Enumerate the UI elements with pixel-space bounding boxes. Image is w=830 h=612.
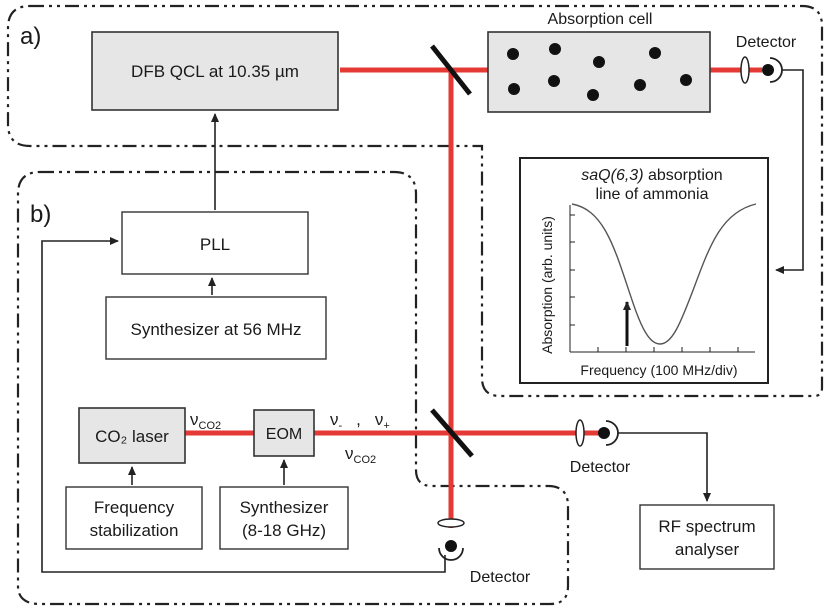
freq-stab-line1: Frequency xyxy=(94,498,175,517)
rf-line2: analyser xyxy=(675,540,740,559)
eom-label: EOM xyxy=(266,426,302,443)
molecule xyxy=(593,56,605,68)
synth-ghz-block: Synthesizer (8-18 GHz) xyxy=(219,486,349,550)
rf-analyser-block: RF spectrum analyser xyxy=(639,504,775,570)
lens-icon xyxy=(437,518,465,528)
absorption-cell xyxy=(487,31,711,113)
inset-x-ticks xyxy=(597,347,739,352)
beam-splitter-bottom xyxy=(430,408,474,458)
absorption-cell-label: Absorption cell xyxy=(548,11,653,28)
rf-line1: RF spectrum xyxy=(658,517,755,536)
lens-icon xyxy=(575,419,585,447)
absorption-inset: saQ(6,3) absorption line of ammonia Abso… xyxy=(519,157,769,384)
photodiode-icon xyxy=(598,427,610,439)
molecule xyxy=(548,75,560,87)
detector-top xyxy=(740,56,783,84)
photodiode-icon xyxy=(445,540,457,552)
qcl-label: DFB QCL at 10.35 µm xyxy=(131,62,299,81)
molecule xyxy=(549,43,561,55)
inset-title-rest: absorption xyxy=(644,167,723,184)
detector-housing-icon xyxy=(438,547,464,561)
molecule xyxy=(587,89,599,101)
panel-b-label: b) xyxy=(30,201,51,228)
wire-detector-to-pll xyxy=(41,237,446,573)
inset-xlabel: Frequency (100 MHz/div) xyxy=(580,362,737,378)
pll-label: PLL xyxy=(200,235,230,254)
synth-ghz-line2: (8-18 GHz) xyxy=(242,521,326,540)
detector-bottom xyxy=(437,518,465,561)
inset-title-line2: line of ammonia xyxy=(596,186,709,203)
qcl-block: DFB QCL at 10.35 µm xyxy=(91,31,339,111)
panel-a-label: a) xyxy=(20,23,41,50)
detector-bottom-label: Detector xyxy=(470,569,531,586)
freq-stab-block: Frequency stabilization xyxy=(65,486,203,550)
pll-block: PLL xyxy=(121,211,309,275)
nu-co2-label-right: νCO2 xyxy=(345,444,376,466)
eom-block: EOM xyxy=(253,409,315,457)
molecule xyxy=(634,79,646,91)
co2-laser-label: CO₂ laser xyxy=(95,427,169,446)
wire-detector-to-rf xyxy=(618,432,711,502)
photodiode-icon xyxy=(762,64,774,76)
co2-laser-block: CO₂ laser xyxy=(78,407,186,464)
nu-co2-label-left: νCO2 xyxy=(190,410,221,432)
detector-mid-label: Detector xyxy=(570,459,631,476)
synth-ghz-line1: Synthesizer xyxy=(240,498,329,517)
lens-icon xyxy=(740,56,750,84)
inset-title: saQ(6,3) absorption xyxy=(581,167,722,184)
detector-top-label: Detector xyxy=(736,34,797,51)
inset-title-line: saQ(6,3) xyxy=(581,167,643,184)
freq-stab-line2: stabilization xyxy=(90,521,179,540)
panel-b-outline xyxy=(16,170,570,606)
beam-splitter-top xyxy=(430,44,472,96)
molecule xyxy=(508,83,520,95)
sidebands-label: ν-,ν+ xyxy=(330,410,390,432)
synth-56-label: Synthesizer at 56 MHz xyxy=(130,320,301,339)
inset-ylabel: Absorption (arb. units) xyxy=(539,216,555,354)
inset-y-ticks xyxy=(570,214,575,326)
absorption-curve xyxy=(571,203,757,345)
wire-detector-to-inset xyxy=(775,69,804,274)
molecule xyxy=(649,47,661,59)
molecule xyxy=(680,74,692,86)
synth-56-block: Synthesizer at 56 MHz xyxy=(105,296,327,360)
panel-a-outline xyxy=(6,4,824,398)
molecule xyxy=(507,48,519,60)
